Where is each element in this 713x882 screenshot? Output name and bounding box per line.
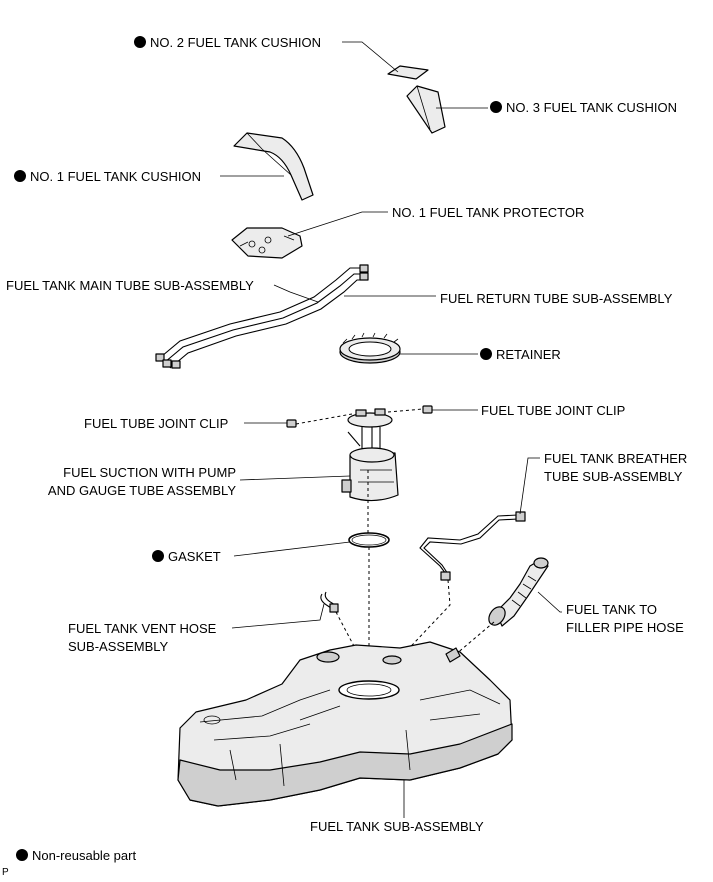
label-filler-hose-line1: FUEL TANK TO [566, 602, 658, 617]
non-reusable-dot-icon [16, 849, 28, 861]
no1-cushion-part [233, 132, 314, 201]
label-fuel-suction-line2: AND GAUGE TUBE ASSEMBLY [47, 483, 236, 498]
label-filler-hose-line2: FILLER PIPE HOSE [566, 620, 684, 635]
label-no1-cushion: NO. 1 FUEL TANK CUSHION [14, 169, 201, 184]
corner-mark: P [2, 867, 9, 878]
non-reusable-dot-icon [134, 36, 146, 48]
filler-hose-part [488, 557, 549, 627]
label-fuel-tank: FUEL TANK SUB-ASSEMBLY [310, 819, 484, 834]
retainer-part [339, 332, 401, 364]
fuel-tank-part [177, 641, 513, 807]
label-breather-tube: FUEL TANK BREATHER TUBE SUB-ASSEMBLY [544, 451, 687, 484]
fuel-pump-part [341, 408, 399, 502]
non-reusable-dot-icon [14, 170, 26, 182]
label-return-tube: FUEL RETURN TUBE SUB-ASSEMBLY [440, 291, 673, 306]
label-breather-tube-line2: TUBE SUB-ASSEMBLY [544, 469, 683, 484]
no1-protector-part [231, 227, 303, 259]
vent-hose-part [320, 591, 339, 613]
label-no2-cushion: NO. 2 FUEL TANK CUSHION [134, 35, 321, 50]
label-no3-cushion-text: NO. 3 FUEL TANK CUSHION [506, 100, 677, 115]
label-retainer-text: RETAINER [496, 347, 561, 362]
non-reusable-dot-icon [480, 348, 492, 360]
label-no2-cushion-text: NO. 2 FUEL TANK CUSHION [150, 35, 321, 50]
label-gasket-text: GASKET [168, 549, 221, 564]
label-no3-cushion: NO. 3 FUEL TANK CUSHION [490, 100, 677, 115]
label-joint-clip-left: FUEL TUBE JOINT CLIP [84, 416, 229, 431]
leader-lines [220, 41, 562, 818]
label-vent-hose-line1: FUEL TANK VENT HOSE [68, 621, 217, 636]
legend-text: Non-reusable part [32, 848, 137, 863]
label-vent-hose: FUEL TANK VENT HOSE SUB-ASSEMBLY [68, 621, 216, 654]
label-fuel-suction-line1: FUEL SUCTION WITH PUMP [63, 465, 236, 480]
label-no1-protector: NO. 1 FUEL TANK PROTECTOR [392, 205, 585, 220]
label-retainer: RETAINER [480, 347, 561, 362]
breather-tube-part [419, 511, 526, 581]
joint-clips-part [286, 405, 433, 428]
label-fuel-suction: FUEL SUCTION WITH PUMP AND GAUGE TUBE ASS… [30, 465, 236, 498]
no2-cushion-part [387, 65, 429, 80]
label-breather-tube-line1: FUEL TANK BREATHER [544, 451, 688, 466]
label-filler-hose: FUEL TANK TO FILLER PIPE HOSE [566, 602, 684, 635]
label-vent-hose-line2: SUB-ASSEMBLY [68, 639, 169, 654]
non-reusable-dot-icon [490, 101, 502, 113]
fuel-tubes-part [155, 264, 369, 369]
non-reusable-dot-icon [152, 550, 164, 562]
label-main-tube: FUEL TANK MAIN TUBE SUB-ASSEMBLY [6, 278, 254, 293]
legend: Non-reusable part [16, 848, 136, 863]
label-joint-clip-right: FUEL TUBE JOINT CLIP [481, 403, 626, 418]
label-gasket: GASKET [152, 549, 221, 564]
label-no1-cushion-text: NO. 1 FUEL TANK CUSHION [30, 169, 201, 184]
gasket-part [348, 532, 390, 548]
no3-cushion-part [406, 85, 446, 134]
guide-lines [295, 408, 495, 690]
